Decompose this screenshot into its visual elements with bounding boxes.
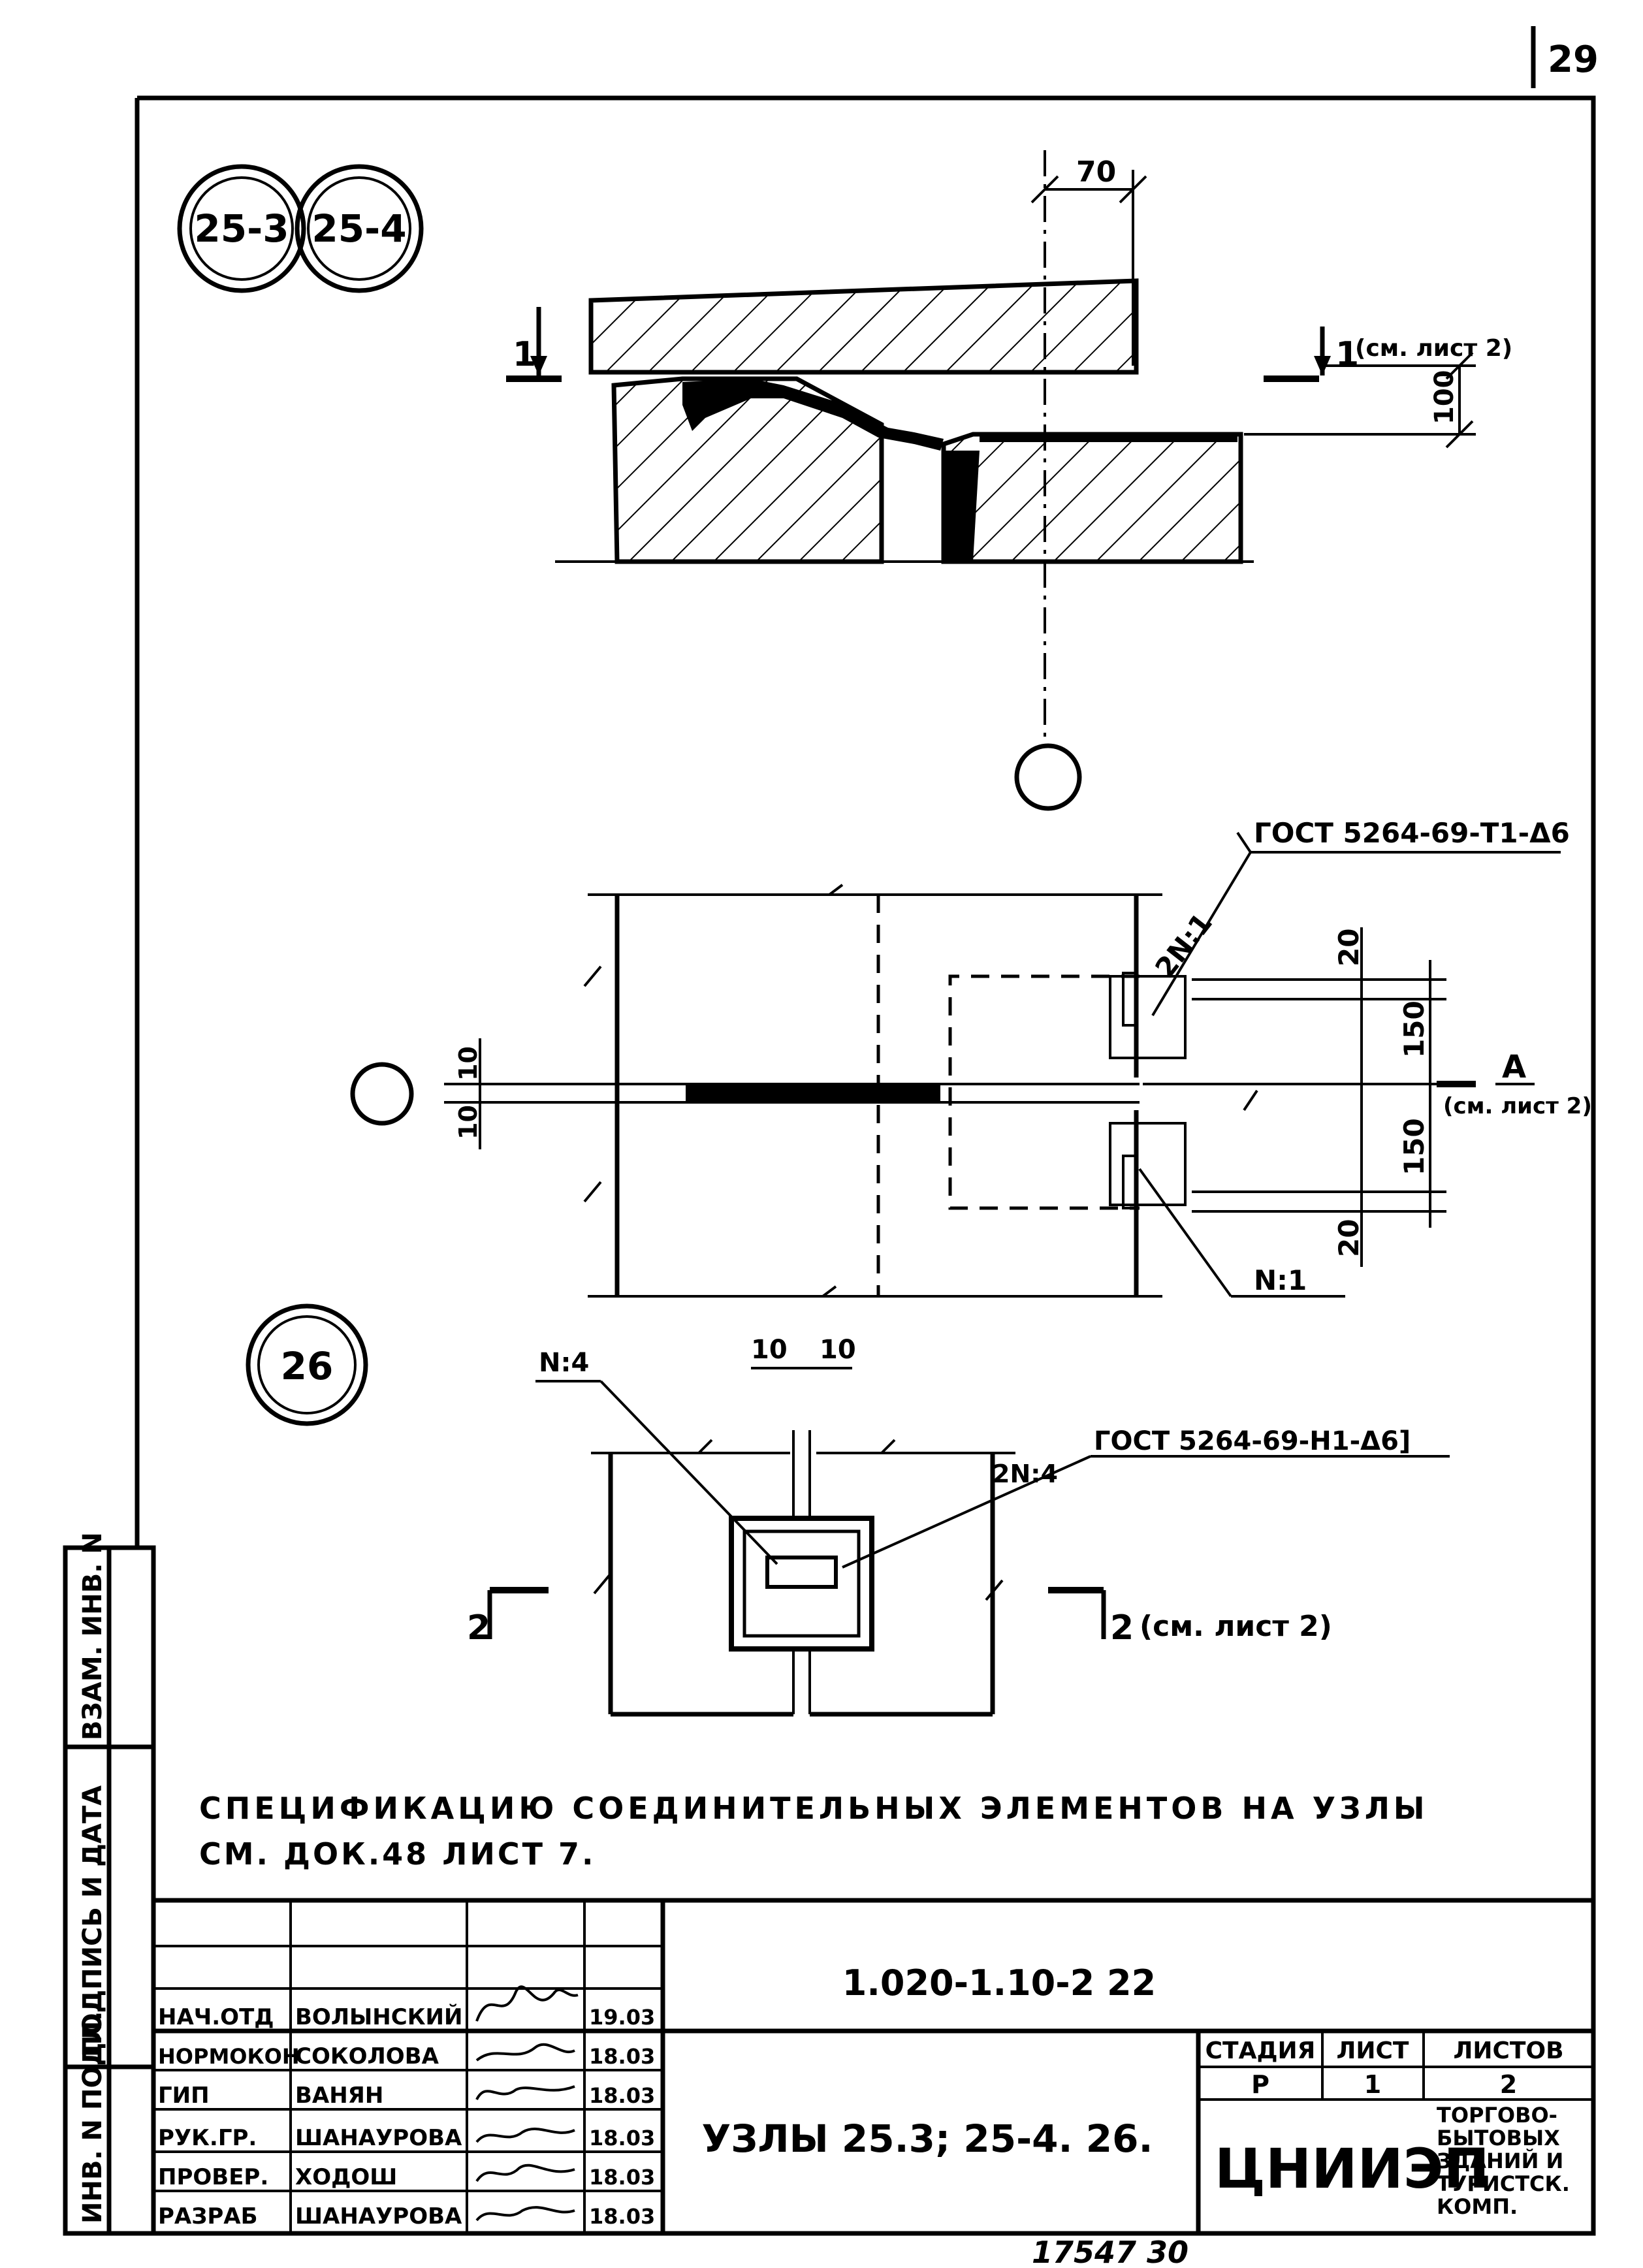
dim-10-left: 10 bbox=[751, 1335, 788, 1365]
detail-mark-25-3: 25-3 bbox=[177, 164, 306, 293]
cut2-right-label: 2 bbox=[1110, 1608, 1134, 1648]
stage-value: Р bbox=[1251, 2070, 1269, 2099]
org-desc-1: ТОРГОВО- bbox=[1437, 2103, 1557, 2128]
date-4: 18.03 bbox=[589, 2165, 655, 2190]
page-number: 29 bbox=[1548, 39, 1599, 81]
date-1: 18.03 bbox=[589, 2044, 655, 2069]
section-view: 70 1 1 (см. лист 2) 100 bbox=[506, 150, 1512, 811]
name-0: ВОЛЫНСКИЙ bbox=[295, 2004, 462, 2030]
dim-10-right: 10 bbox=[820, 1335, 856, 1365]
name-2: ВАНЯН bbox=[295, 2083, 383, 2109]
detail-26-view: 10 10 N:4 2N:4 ГОСТ 5264-69-Н1-Δ6] 2 2 (… bbox=[467, 1335, 1450, 1717]
name-4: ХОДОШ bbox=[295, 2164, 397, 2190]
dim-150-top: 150 bbox=[1398, 1000, 1430, 1058]
callout-gost-2: ГОСТ 5264-69-Н1-Δ6] bbox=[1094, 1426, 1411, 1456]
cutA-label: А bbox=[1502, 1049, 1526, 1085]
signature-5 bbox=[475, 2206, 575, 2222]
stage-header: СТАДИЯ bbox=[1205, 2037, 1316, 2064]
note-line-1: СПЕЦИФИКАЦИЮ СОЕДИНИТЕЛЬНЫХ ЭЛЕМЕНТОВ НА… bbox=[199, 1791, 1429, 1826]
sheet-frame bbox=[137, 95, 1596, 2236]
title-block: 1.020-1.10-2 22 УЗЛЫ 25.3; 25-4. 26. СТА… bbox=[151, 1898, 1593, 2233]
name-5: ШАНАУРОВА bbox=[295, 2203, 462, 2229]
stamp-inv-podl: ИНВ. N ПОДЛ. bbox=[78, 2011, 108, 2224]
callout-n4: N:4 bbox=[539, 1348, 589, 1378]
date-3: 18.03 bbox=[589, 2126, 655, 2150]
stamp-podpis-data: ПОДПИСЬ И ДАТА bbox=[78, 1785, 108, 2057]
sheet-value: 1 bbox=[1364, 2070, 1381, 2099]
cut2-note: (см. лист 2) bbox=[1140, 1610, 1332, 1643]
org-desc-4: ТУРИСТСК. bbox=[1437, 2171, 1570, 2196]
date-5: 18.03 bbox=[589, 2204, 655, 2229]
role-2: ГИП bbox=[158, 2083, 210, 2109]
cut2-left-label: 2 bbox=[467, 1608, 490, 1648]
svg-text:25-4: 25-4 bbox=[311, 206, 406, 251]
dim-70: 70 bbox=[1076, 155, 1116, 189]
role-5: РАЗРАБ bbox=[158, 2203, 258, 2229]
note-line-2: СМ. ДОК.48 ЛИСТ 7. bbox=[199, 1836, 596, 1872]
org-name: ЦНИИЭП bbox=[1215, 2137, 1490, 2201]
signature-3 bbox=[475, 2128, 575, 2143]
callout-gost-1: ГОСТ 5264-69-Т1-Δ6 bbox=[1254, 817, 1570, 849]
detail-mark-26: 26 bbox=[246, 1303, 368, 1426]
role-4: ПРОВЕР. bbox=[158, 2164, 268, 2190]
footer-number: 17547 30 bbox=[1032, 2235, 1188, 2268]
cut1-right-label: 1 bbox=[1335, 335, 1359, 374]
date-0: 19.03 bbox=[589, 2005, 655, 2030]
sheets-value: 2 bbox=[1500, 2070, 1517, 2099]
sheet-header: ЛИСТ bbox=[1336, 2037, 1409, 2064]
dim-10-lower: 10 bbox=[454, 1105, 483, 1140]
dim-100: 100 bbox=[1429, 370, 1460, 425]
callout-2n1: 2N:1 bbox=[1149, 907, 1219, 983]
cut1-note: (см. лист 2) bbox=[1355, 335, 1512, 362]
dim-20-bottom: 20 bbox=[1333, 1219, 1365, 1257]
date-2: 18.03 bbox=[589, 2083, 655, 2108]
org-desc-2: БЫТОВЫХ bbox=[1437, 2126, 1560, 2150]
name-1: СОКОЛОВА bbox=[295, 2043, 439, 2069]
svg-text:26: 26 bbox=[281, 1344, 334, 1388]
doc-code: 1.020-1.10-2 22 bbox=[842, 1962, 1156, 2004]
dim-20-top: 20 bbox=[1333, 929, 1365, 966]
dim-10-upper: 10 bbox=[454, 1046, 483, 1081]
org-desc-5: КОМП. bbox=[1437, 2194, 1518, 2219]
signature-1 bbox=[475, 2043, 575, 2062]
signature-2 bbox=[475, 2085, 575, 2100]
signature-0 bbox=[475, 1985, 579, 2022]
name-3: ШАНАУРОВА bbox=[295, 2125, 462, 2151]
cut1-left-label: 1 bbox=[513, 335, 536, 374]
sheets-header: ЛИСТОВ bbox=[1453, 2037, 1563, 2064]
signature-4 bbox=[475, 2164, 575, 2182]
plan-view: 20 150 150 20 А (см. лист 2) 10 10 ГОСТ … bbox=[350, 817, 1592, 1298]
svg-text:25-3: 25-3 bbox=[194, 206, 289, 251]
role-1: НОРМОКОН bbox=[158, 2044, 300, 2069]
side-stamp: ИНВ. N ПОДЛ. ПОДПИСЬ И ДАТА ВЗАМ. ИНВ. N bbox=[63, 1532, 156, 2236]
callout-n1: N:1 bbox=[1254, 1264, 1307, 1296]
sheet-title: УЗЛЫ 25.3; 25-4. 26. bbox=[702, 2116, 1153, 2161]
role-3: РУК.ГР. bbox=[158, 2125, 257, 2151]
dim-150-bottom: 150 bbox=[1398, 1118, 1430, 1175]
org-desc-3: ЗДАНИЙ И bbox=[1437, 2148, 1563, 2173]
stamp-vzam-inv: ВЗАМ. ИНВ. N bbox=[78, 1532, 108, 1740]
callout-2n4: 2N:4 bbox=[993, 1460, 1058, 1488]
role-0: НАЧ.ОТД bbox=[158, 2004, 274, 2030]
cutA-note: (см. лист 2) bbox=[1443, 1093, 1592, 1119]
detail-mark-25-4: 25-4 bbox=[295, 164, 424, 293]
